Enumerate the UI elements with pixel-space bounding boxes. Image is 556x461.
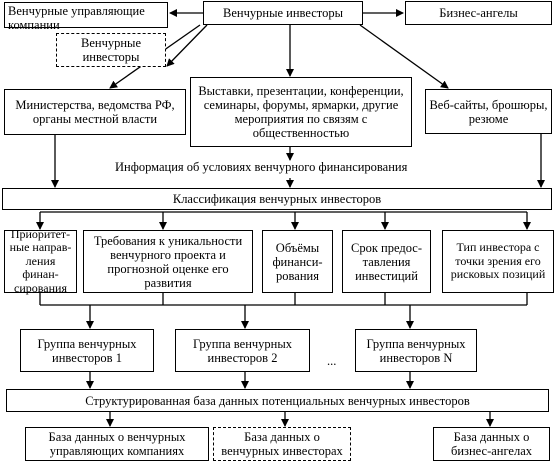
venture-investors-dashed-box: Венчурные инвесторы (56, 33, 166, 67)
group-n-box: Группа венчурных инвесторов N (355, 329, 477, 372)
classification-label: Классификация венчурных инвесторов (172, 192, 382, 206)
business-angels-label: Бизнес-ангелы (439, 6, 518, 20)
group-n-label: Группа венчурных инвесторов N (366, 336, 466, 365)
structured-db-box: Структурированная база данных потенциаль… (6, 389, 549, 412)
criterion-priority-label: Приоритет-ные направ-ления финан-сирован… (9, 226, 72, 295)
criterion-risk-type-label: Тип инвестора с точки зрения его рисковы… (450, 240, 546, 282)
classification-box: Классификация венчурных инвесторов (2, 188, 552, 210)
venture-investors-box: Венчурные инвесторы (203, 1, 363, 25)
criterion-term-box: Срок предос-тавления инвестиций (342, 230, 431, 293)
db-venture-investors-box: База данных о венчурных инвесторах (213, 427, 351, 461)
ellipsis: ... (327, 354, 337, 368)
criterion-uniqueness-box: Требования к уникальности венчурного про… (83, 230, 253, 293)
group-1-label: Группа венчурных инвесторов 1 (37, 336, 137, 365)
criterion-priority-box: Приоритет-ные направ-ления финан-сирован… (4, 226, 77, 295)
criterion-term-label: Срок предос-тавления инвестиций (351, 240, 422, 283)
criterion-volume-box: Объёмы финанси-рования (262, 230, 333, 293)
group-2-label: Группа венчурных инвесторов 2 (192, 336, 293, 365)
db-venture-investors-label: База данных о венчурных инвесторах (221, 430, 343, 458)
ministries-label: Министерства, ведомства РФ, органы местн… (15, 98, 175, 126)
db-business-angels-label: База данных о бизнес-ангелах (450, 430, 533, 458)
websites-box: Веб-сайты, брошюры, резюме (425, 89, 552, 134)
group-1-box: Группа венчурных инвесторов 1 (20, 329, 154, 372)
info-label: Информация об условиях венчурного финанс… (115, 160, 408, 174)
venture-investors-dashed-label: Венчурные инвесторы (81, 36, 141, 64)
venture-investors-label: Венчурные инвесторы (223, 6, 343, 20)
websites-label: Веб-сайты, брошюры, резюме (429, 97, 548, 126)
ministries-box: Министерства, ведомства РФ, органы местн… (4, 89, 186, 135)
vc-firms-box: Венчурные управляющие компании (4, 2, 168, 32)
vc-firms-label: Венчурные управляющие компании (8, 4, 145, 32)
db-vc-firms-label: База данных о венчурных управляющих комп… (48, 430, 186, 458)
events-box: Выставки, презентации, конференции, семи… (190, 77, 412, 147)
criterion-risk-type-box: Тип инвестора с точки зрения его рисковы… (442, 230, 554, 293)
structured-db-label: Структурированная база данных потенциаль… (85, 393, 470, 408)
db-business-angels-box: База данных о бизнес-ангелах (433, 427, 550, 461)
criterion-volume-label: Объёмы финанси-рования (272, 240, 323, 283)
business-angels-box: Бизнес-ангелы (405, 1, 552, 25)
group-2-box: Группа венчурных инвесторов 2 (175, 329, 310, 372)
criterion-uniqueness-label: Требования к уникальности венчурного про… (93, 233, 243, 290)
db-vc-firms-box: База данных о венчурных управляющих комп… (25, 427, 209, 461)
events-label: Выставки, презентации, конференции, семи… (198, 84, 404, 140)
